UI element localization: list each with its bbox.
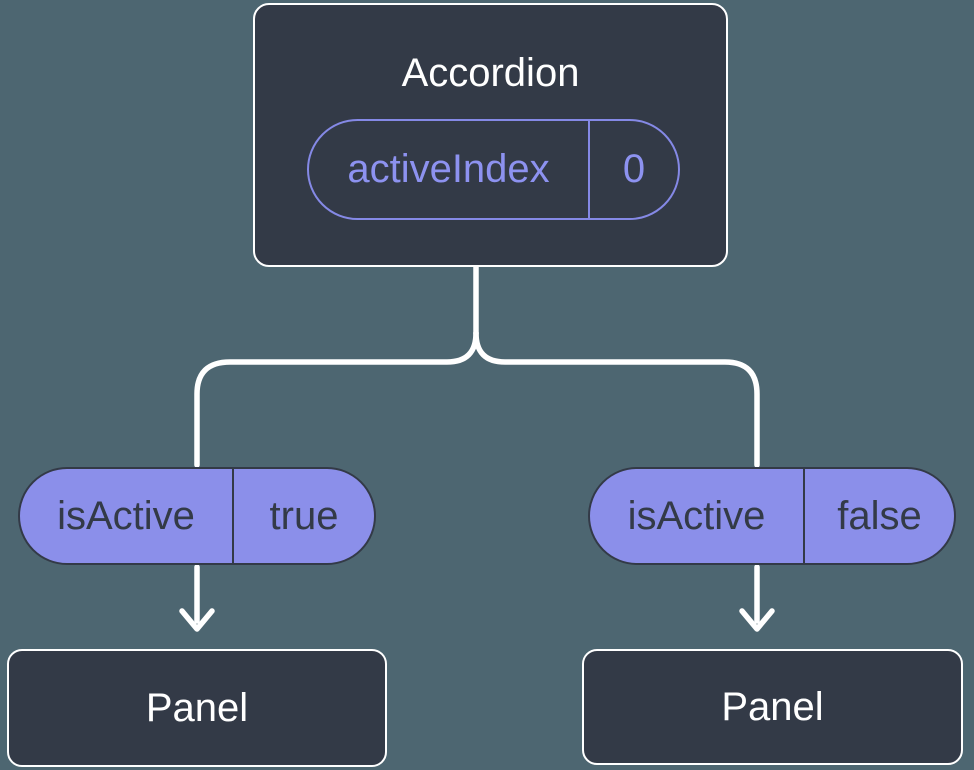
prop-value: true (269, 493, 339, 538)
arrow-right-head-icon (739, 608, 775, 632)
state-name: activeIndex (309, 121, 590, 218)
state-pill-activeindex: activeIndex 0 (307, 119, 680, 220)
tree-branch-left (194, 330, 479, 468)
panel-node-left: Panel (7, 649, 387, 767)
prop-name: isActive (590, 469, 805, 563)
prop-name: isActive (20, 469, 234, 563)
arrow-left-head-icon (179, 608, 215, 632)
prop-pill-isactive-true: isActive true (18, 467, 376, 565)
panel-node-title: Panel (721, 684, 824, 729)
accordion-node-title: Accordion (401, 51, 580, 95)
prop-pill-isactive-false: isActive false (588, 467, 956, 565)
state-value: 0 (622, 147, 646, 191)
prop-value: false (837, 493, 922, 538)
panel-node-title: Panel (145, 685, 249, 730)
tree-branch-right (473, 330, 760, 468)
accordion-node: Accordion activeIndex 0 (253, 3, 728, 267)
panel-node-right: Panel (582, 649, 963, 765)
